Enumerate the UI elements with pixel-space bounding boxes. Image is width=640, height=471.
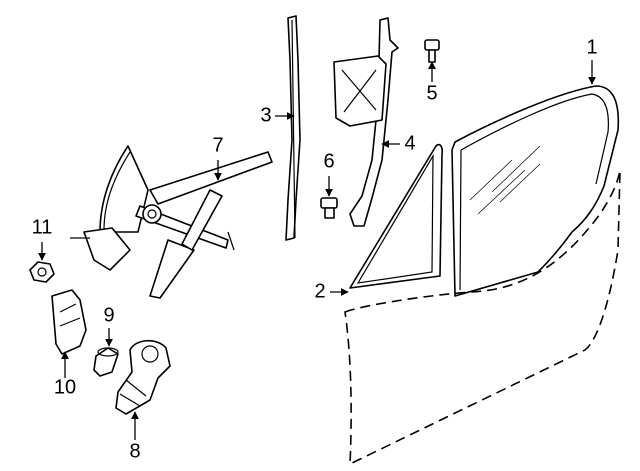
part-bolt	[424, 39, 440, 63]
part-guide-rail	[333, 17, 399, 227]
part-bushing	[93, 347, 119, 377]
callout-10: 10	[54, 376, 76, 398]
callout-5: 5	[426, 82, 437, 104]
callout-1: 1	[586, 36, 597, 58]
part-nut	[29, 261, 55, 283]
callout-7: 7	[212, 134, 223, 156]
callout-2: 2	[314, 280, 325, 302]
part-run-channel	[285, 15, 301, 241]
callout-9: 9	[103, 304, 114, 326]
door-outline-dashed	[344, 169, 621, 466]
callout-11: 11	[32, 216, 53, 238]
part-door-glass	[451, 85, 620, 297]
part-window-regulator	[70, 145, 273, 299]
part-window-motor	[115, 339, 171, 415]
part-clip	[320, 197, 338, 219]
callout-4: 4	[404, 132, 415, 154]
part-bracket	[51, 289, 87, 355]
callout-6: 6	[323, 150, 334, 172]
callout-8: 8	[129, 440, 140, 462]
callout-3: 3	[260, 104, 271, 126]
part-quarter-glass	[349, 143, 443, 289]
